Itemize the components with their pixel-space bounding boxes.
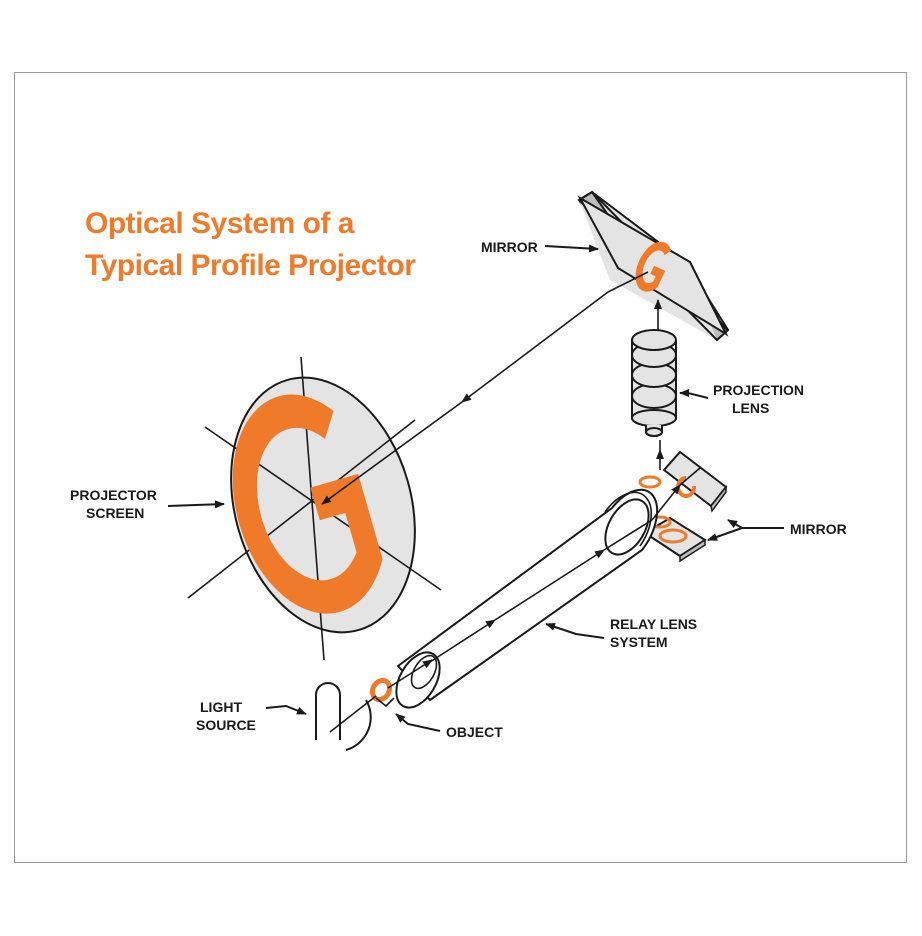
label-mirror-right: MIRROR [790,521,847,537]
diagram-frame [14,72,907,863]
mirror-top-image-g [635,241,672,292]
relay-lens-system [395,488,659,709]
diagram-title-line-1: Optical System of a [85,207,354,240]
leader-light-source [265,704,307,715]
label-projection-lens-line-1: PROJECTION [713,382,805,398]
projector-screen [187,356,442,661]
label-relay-lens-line-2: SYSTEM [610,634,668,650]
leader-mirror-right-lower [707,527,743,541]
leader-mirror-top [544,244,599,253]
diagram-title-line-2: Typical Profile Projector [85,249,416,282]
leader-projection-lens [679,389,709,399]
label-mirror-top: MIRROR [481,239,538,255]
leader-mirror-right-upper [727,519,784,529]
label-object: OBJECT [446,724,503,740]
screen-diagonal-axis [187,419,416,599]
intermediate-image-upper [638,475,662,489]
object [369,677,395,708]
leader-projector-screen [167,500,225,509]
leader-object [395,713,441,732]
ray-path [321,271,701,733]
label-projection-lens-line-2: LENS [732,400,770,416]
label-projector-screen-line-2: SCREEN [86,505,145,521]
light-source [315,682,372,751]
mirror-right-upper [662,450,728,513]
label-projector-screen-line-1: PROJECTOR [70,487,157,503]
screen-image-g [232,394,383,614]
projection-lens [631,329,677,437]
label-light-source-line-2: SOURCE [196,717,256,733]
label-light-source-line-1: LIGHT [200,699,242,715]
label-relay-lens-line-1: RELAY LENS [610,616,698,632]
leader-relay-lens [545,623,605,639]
mirror-top [577,190,730,342]
